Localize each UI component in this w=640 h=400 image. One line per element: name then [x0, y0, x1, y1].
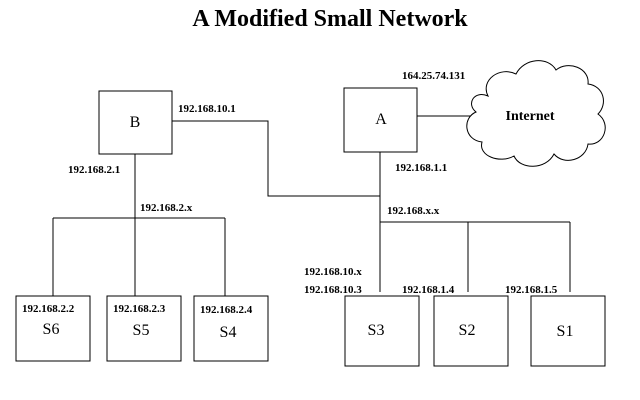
host-s4: 192.168.2.4 S4	[193, 295, 269, 362]
host-s2-label: S2	[459, 322, 476, 339]
host-s6: 192.168.2.2 S6	[15, 295, 91, 362]
host-s4-label: S4	[220, 324, 237, 341]
router-a-label: A	[375, 111, 387, 128]
router-b-wan-ip: 192.168.10.1	[178, 103, 236, 115]
cloud-shape-icon	[466, 60, 606, 167]
router-a: A	[343, 87, 418, 153]
host-s4-ip: 192.168.2.4	[200, 304, 253, 316]
host-s6-ip: 192.168.2.2	[22, 303, 75, 315]
network-links	[52, 115, 571, 296]
host-s5: 192.168.2.3 S5	[106, 295, 182, 362]
host-s2-box	[433, 295, 509, 367]
host-s2: S2	[433, 295, 509, 367]
host-s5-ip: 192.168.2.3	[113, 303, 166, 315]
link-b-a	[172, 120, 380, 197]
host-s3: S3	[344, 295, 420, 367]
internet-cloud: Internet	[466, 60, 606, 167]
host-s3-ip: 192.168.10.3	[304, 284, 362, 296]
host-s1: S1	[530, 295, 606, 367]
router-a-box	[343, 87, 418, 153]
host-s3-label: S3	[368, 322, 385, 339]
host-s5-box	[106, 295, 182, 362]
host-s1-label: S1	[557, 323, 574, 340]
b-subnet-label: 192.168.2.x	[140, 202, 193, 214]
host-s3-box	[344, 295, 420, 367]
host-s1-box	[530, 295, 606, 367]
internet-public-ip: 164.25.74.131	[402, 70, 465, 82]
diagram-title: A Modified Small Network	[192, 6, 468, 32]
internet-label: Internet	[506, 109, 555, 124]
host-s4-box	[193, 295, 269, 362]
router-b-lan-ip: 192.168.2.1	[68, 164, 120, 176]
a-subnet-label: 192.168.x.x	[387, 205, 440, 217]
host-s1-ip: 192.168.1.5	[505, 284, 558, 296]
router-b: B	[98, 90, 173, 155]
host-s6-box	[15, 295, 91, 362]
host-s2-ip: 192.168.1.4	[402, 284, 455, 296]
s3-subnet-label: 192.168.10.x	[304, 266, 362, 278]
router-b-label: B	[130, 114, 141, 131]
router-a-lan-ip: 192.168.1.1	[395, 162, 447, 174]
host-s6-label: S6	[43, 321, 60, 338]
router-b-box	[98, 90, 173, 155]
host-s5-label: S5	[133, 322, 150, 339]
